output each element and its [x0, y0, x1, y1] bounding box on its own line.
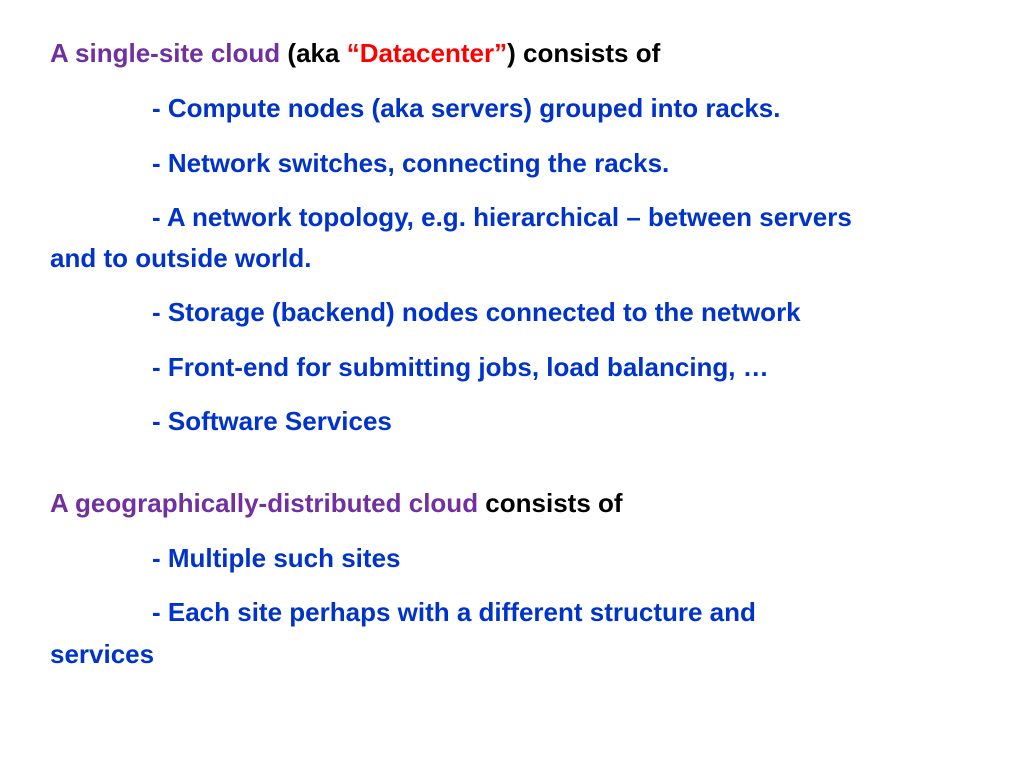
section1-consists: consists of	[515, 38, 661, 68]
section1-bullet-storage: - Storage (backend) nodes connected to t…	[152, 297, 801, 327]
section1-bullet-switches: - Network switches, connecting the racks…	[152, 148, 670, 178]
section2-bullet-multiple: - Multiple such sites	[152, 543, 401, 573]
section1-title-line: A single-site cloud (aka “Datacenter”) c…	[50, 38, 660, 68]
section1-bullet-software: - Software Services	[152, 406, 392, 436]
section2-heading: A geographically-distributed cloud	[50, 488, 479, 518]
section1-aka-close: )	[507, 38, 516, 68]
section1-aka-term: “Datacenter”	[346, 38, 508, 68]
section2-bullet-each-site-cont: services	[50, 639, 155, 669]
section1-bullet-compute: - Compute nodes (aka servers) grouped in…	[152, 93, 781, 123]
section1-bullet-frontend: - Front-end for submitting jobs, load ba…	[152, 352, 769, 382]
section1-heading: A single-site cloud	[50, 38, 281, 68]
section1-aka-open: (aka	[280, 38, 347, 68]
section2-consists: consists of	[478, 488, 623, 518]
section1-bullet-topology: - A network topology, e.g. hierarchical …	[152, 202, 852, 232]
section2-bullet-each-site: - Each site perhaps with a different str…	[152, 597, 756, 627]
section2-title-line: A geographically-distributed cloud consi…	[50, 488, 623, 518]
section1-bullet-topology-cont: and to outside world.	[50, 243, 312, 273]
